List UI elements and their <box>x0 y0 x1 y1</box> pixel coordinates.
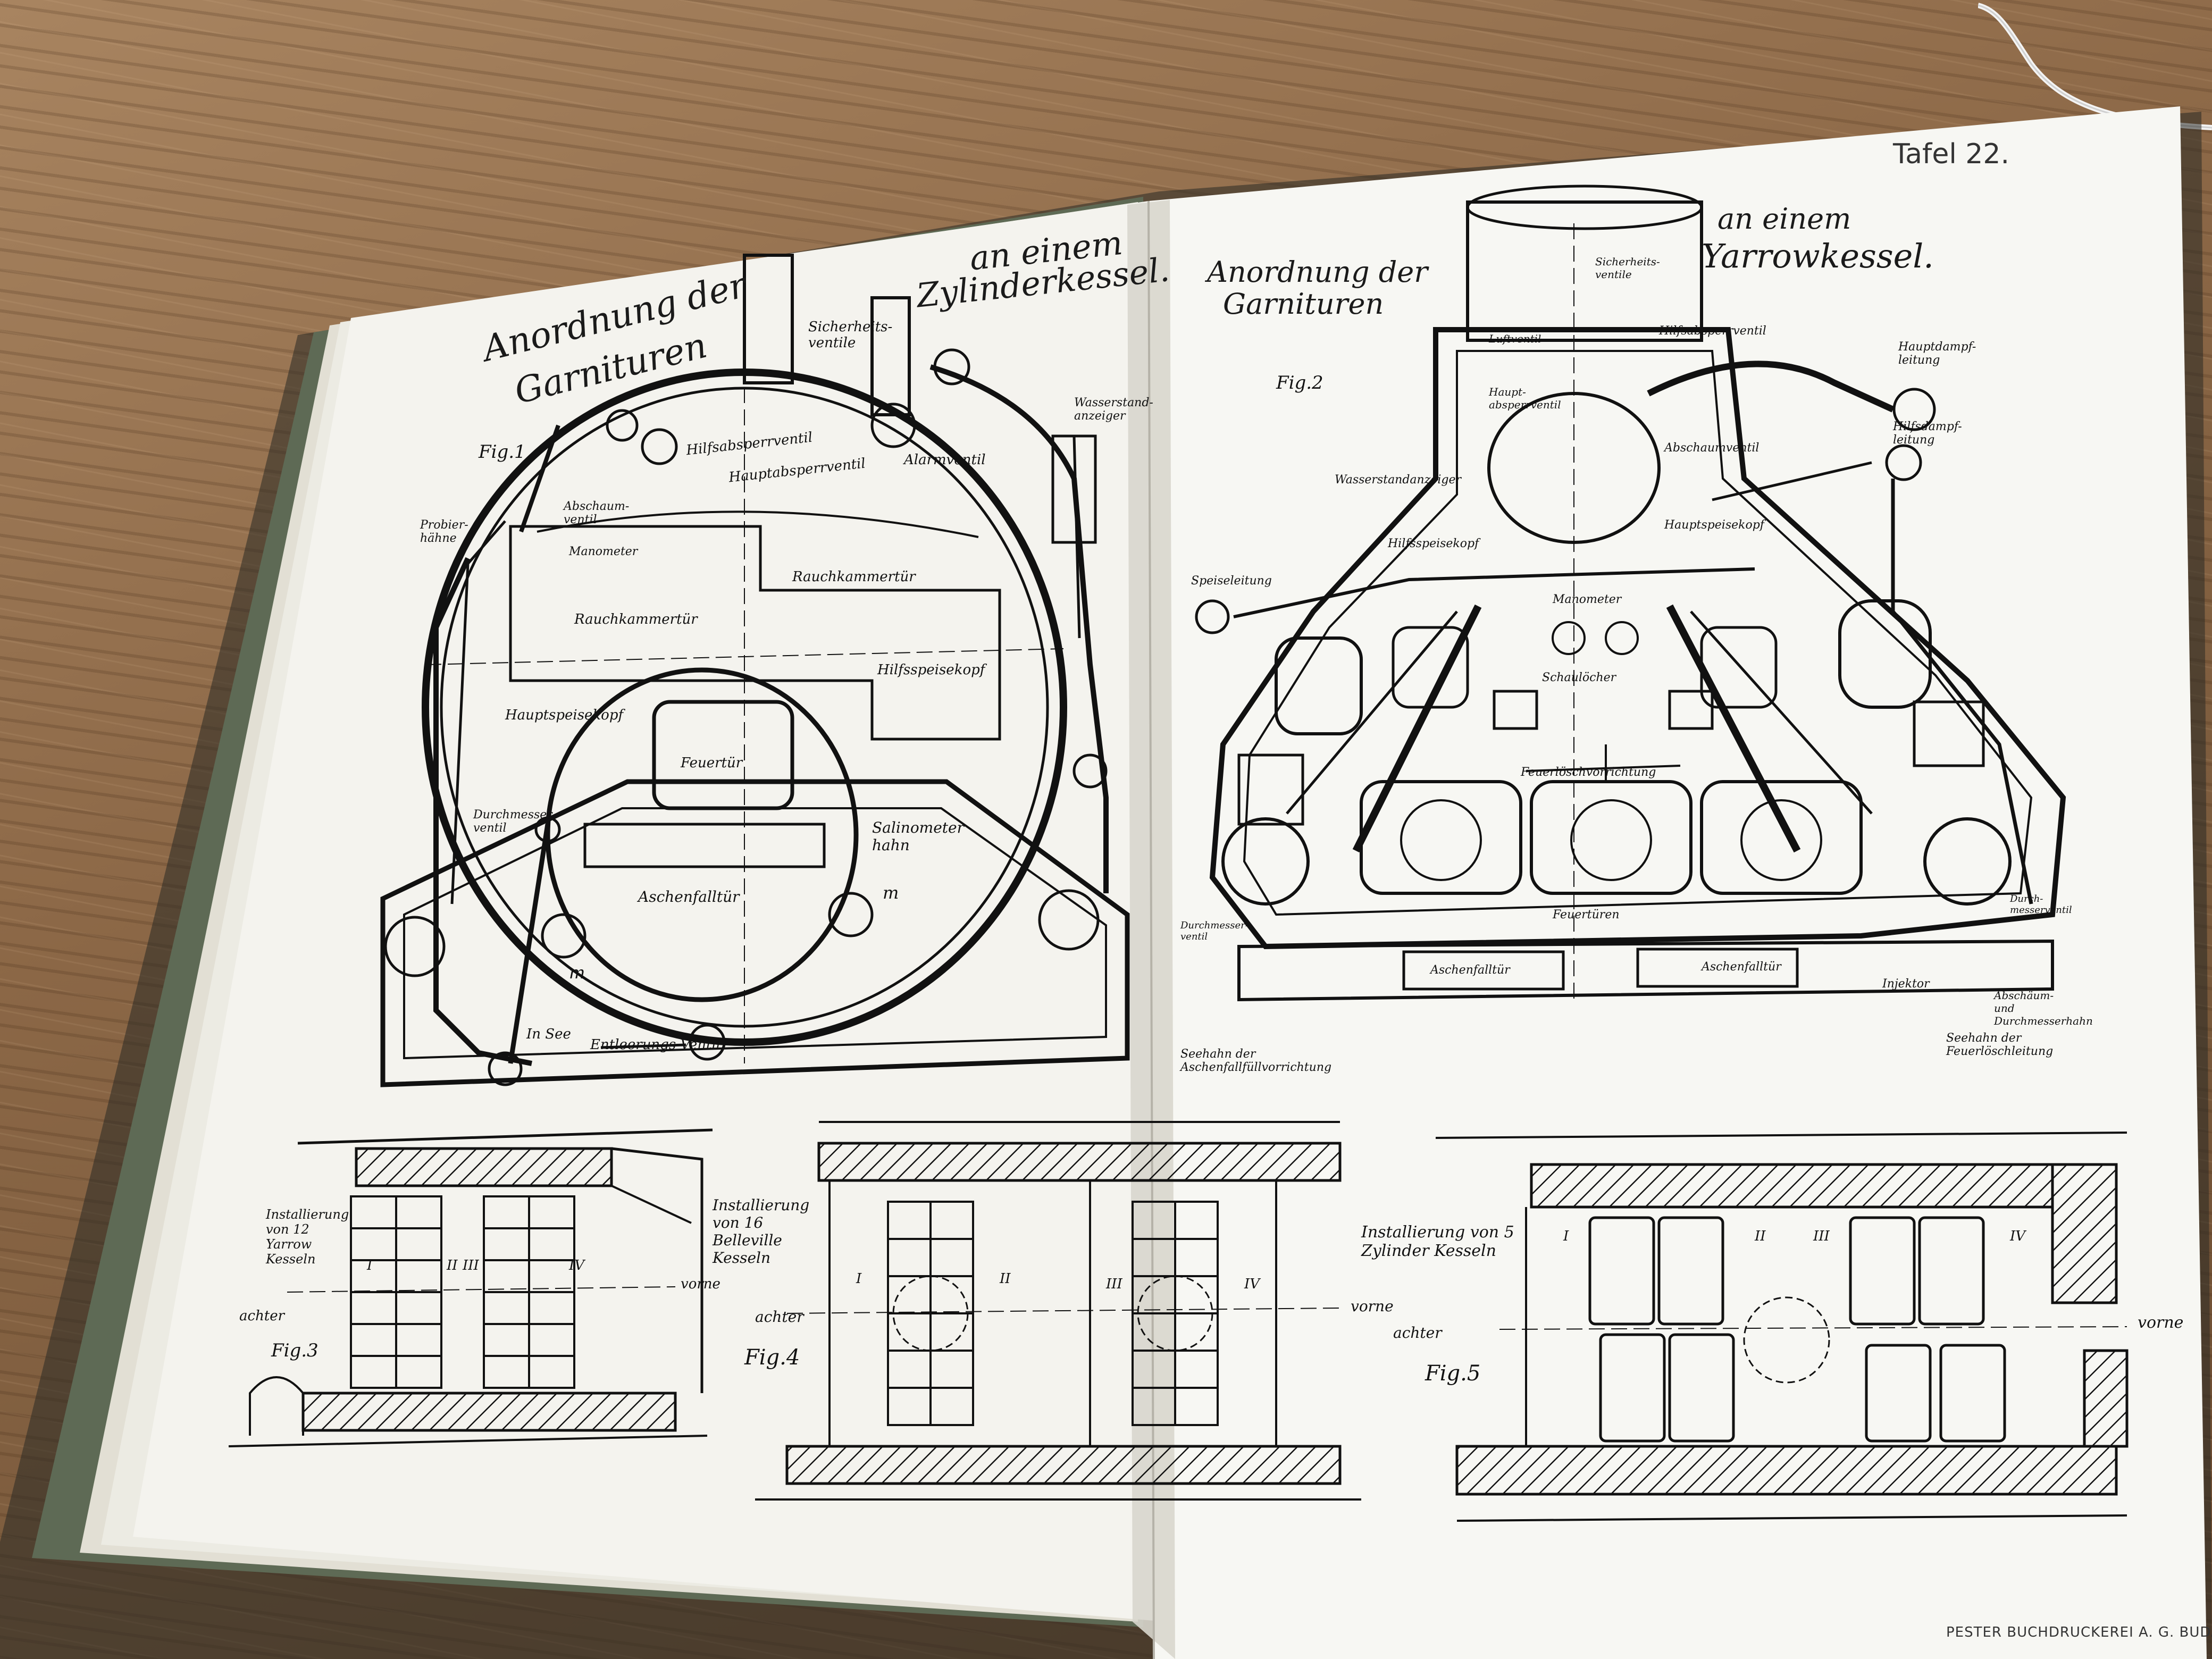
fig1-hilfsspeisekopf: Hilfsspeisekopf <box>877 662 985 678</box>
fig5-vorne: vorne <box>2138 1313 2184 1332</box>
fig5-roman-3: III <box>1813 1228 1830 1244</box>
fig2-hilfsdampfleitung: Hilfsdampf- leitung <box>1893 420 1962 447</box>
fig3-achter: achter <box>239 1308 285 1324</box>
fig2-seehahn-feuerloschleitung: Seehahn der Feuerlöschleitung <box>1946 1032 2054 1058</box>
fig1-m2: m <box>569 962 585 983</box>
fig1-manometer: Manometer <box>569 545 638 558</box>
fig4-roman-2: II <box>1000 1271 1011 1287</box>
fig1-hauptspeisekopf: Hauptspeisekopf <box>505 707 624 723</box>
fig2-hilfsspeisekopf: Hilfsspeisekopf <box>1388 537 1479 550</box>
left-page <box>133 201 1154 1621</box>
fig5-achter: achter <box>1393 1324 1442 1342</box>
fig2-abschaumventil: Abschaumventil <box>1664 441 1759 455</box>
fig4-vorne: vorne <box>1351 1297 1394 1315</box>
fig1-feuertur: Feuertür <box>681 755 743 771</box>
fig3-caption: Installierung von 12 Yarrow Kesseln <box>266 1207 349 1267</box>
fig3-roman-4: IV <box>569 1258 585 1273</box>
fig5-roman-1: I <box>1563 1228 1569 1244</box>
fig3-roman-3: III <box>463 1258 479 1273</box>
fig2-durchmesserventil: Durchmesser- ventil <box>1180 920 1249 942</box>
fig2-feuerturen: Feuertüren <box>1553 908 1620 921</box>
fig1-entleerungsventil: Entleerungs Ventil <box>590 1037 721 1053</box>
fig1-sicherheitsventile: Sicherheits- ventile <box>808 319 893 351</box>
fig2-hauptabsperrventil: Haupt- absperrventil <box>1489 386 1561 411</box>
fig4-roman-1: I <box>856 1271 862 1287</box>
right-title-right-line1: an einem <box>1717 202 1851 236</box>
fig2-boiler-drawing <box>1195 185 2066 1002</box>
fig1-salinometerhahn: Salinometer hahn <box>872 819 965 854</box>
fig5-label: Fig.5 <box>1425 1361 1481 1386</box>
fig4-roman-4: IV <box>1244 1276 1260 1292</box>
fig1-label: Fig.1 <box>479 441 526 463</box>
fig3-roman-1: I <box>367 1258 373 1273</box>
fig2-schaulocher: Schaulöcher <box>1542 671 1616 684</box>
fig4-roman-3: III <box>1106 1276 1122 1292</box>
right-title-line2: Garnituren <box>1223 287 1384 321</box>
fig4-label: Fig.4 <box>744 1345 800 1370</box>
fig1-aschenfalltur: Aschenfalltür <box>638 888 740 906</box>
fig1-m1: m <box>883 883 899 903</box>
fig1-rauchkammertur-right: Rauchkammertür <box>792 569 916 585</box>
fig1-in-see: In See <box>526 1026 571 1042</box>
fig5-caption: Installierung von 5 Zylinder Kesseln <box>1361 1223 1514 1260</box>
fig4-caption: Installierung von 16 Belleville Kesseln <box>713 1196 810 1267</box>
fig2-seehahn-aschenfall: Seehahn der Aschenfallfüllvorrichtung <box>1180 1048 1332 1074</box>
fig2-feuerlochvorrichtung: Feuerlöschvorrichtung <box>1521 766 1656 779</box>
fig2-luftventil: Luftventil <box>1489 332 1541 345</box>
fig3-label: Fig.3 <box>271 1340 319 1361</box>
fig1-alarmventil: Alarmventil <box>904 452 986 468</box>
fig2-durchmesserventil-right: Durch- messerventil <box>2010 893 2072 916</box>
fig5-roman-4: IV <box>2010 1228 2026 1244</box>
fig2-aschenfalltur-left: Aschenfalltür <box>1430 963 1510 977</box>
fig2-hauptdampfleitung: Hauptdampf- leitung <box>1898 340 1976 367</box>
fig2-abschaum-hahn: Abschäum- und Durchmesserhahn <box>1994 989 2093 1027</box>
fig2-manometer: Manometer <box>1553 593 1622 606</box>
fig4-floorplan <box>755 1121 1361 1501</box>
right-title-line1: Anordnung der <box>1207 255 1428 289</box>
fig3-vorne: vorne <box>681 1276 720 1292</box>
fig4-achter: achter <box>755 1308 804 1326</box>
fig2-aschenfalltur-right: Aschenfalltür <box>1702 960 1781 974</box>
fig2-sicherheitsventile: Sicherheits- ventile <box>1595 255 1660 281</box>
fig1-boiler-drawing <box>380 254 1130 1087</box>
fig2-label: Fig.2 <box>1276 372 1323 393</box>
fig1-durchmesserventil: Durchmesser- ventil <box>473 808 557 835</box>
fig5-roman-2: II <box>1755 1228 1766 1244</box>
fig3-roman-2: II <box>447 1258 458 1273</box>
fig2-speiseleitung: Speiseleitung <box>1191 574 1272 588</box>
printer-imprint: PESTER BUCHDRUCKEREI A. G. BUDAPEST. <box>1946 1624 2212 1640</box>
fig1-probierhahne: Probier- hähne <box>420 518 468 545</box>
fig5-floorplan <box>1435 1132 2129 1522</box>
fig2-hilfsabsperrventil: Hilfsabsperrventil <box>1659 324 1766 338</box>
fig2-hauptspeisekopf: Hauptspeisekopf <box>1664 518 1764 532</box>
fig1-abschaumventil: Abschaum- ventil <box>564 500 630 526</box>
fig3-floorplan <box>228 1128 713 1447</box>
right-title-right-line2: Yarrowkessel. <box>1702 237 1934 275</box>
right-page <box>1149 106 2207 1659</box>
fig2-wasserstandanzeiger: Wasserstandanzeiger <box>1335 473 1461 487</box>
fig2-injektor: Injektor <box>1882 977 1930 991</box>
fig1-wasserstandanzeiger: Wasserstand- anzeiger <box>1074 396 1153 423</box>
plate-label: Tafel 22. <box>1893 138 2009 170</box>
fig1-rauchkammertur-left: Rauchkammertür <box>574 611 698 627</box>
